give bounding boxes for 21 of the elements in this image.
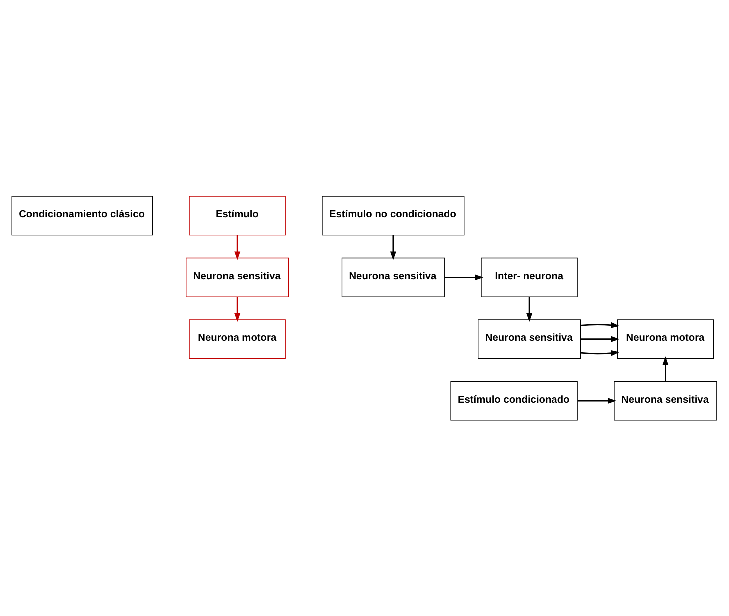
node-box: Condicionamiento clásico — [12, 196, 153, 236]
node-box: Estímulo no condicionado — [322, 196, 465, 236]
arrow — [578, 398, 617, 404]
node-box: Neurona sensitiva — [186, 257, 290, 297]
node-box: Estímulo — [189, 196, 286, 236]
arrow — [444, 274, 484, 280]
node-box: Neurona sensitiva — [478, 319, 582, 359]
node-box: Neurona motora — [189, 319, 286, 359]
arrow — [662, 356, 669, 382]
node-box: Neurona motora — [617, 319, 714, 359]
node-box: Inter- neurona — [481, 257, 578, 297]
arrow — [234, 234, 241, 260]
arrow — [390, 234, 396, 260]
arrow — [580, 336, 620, 342]
arrow — [580, 350, 620, 356]
arrow — [234, 296, 241, 322]
arrow — [580, 322, 620, 328]
node-box: Neurona sensitiva — [342, 257, 445, 297]
node-box: Neurona sensitiva — [614, 380, 718, 420]
arrow — [526, 296, 533, 322]
node-box: Estímulo condicionado — [450, 380, 578, 420]
